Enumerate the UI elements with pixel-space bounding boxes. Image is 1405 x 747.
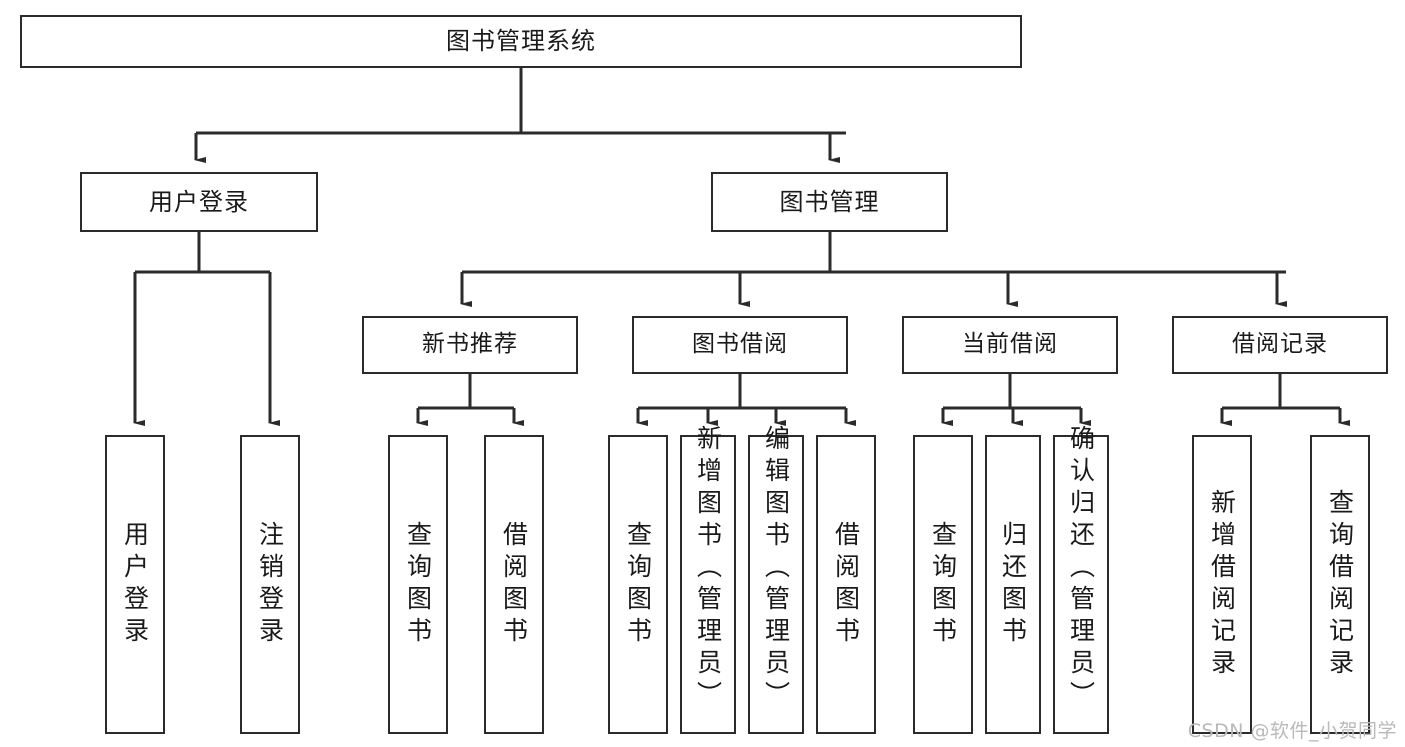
leaf-node-label: 查询借阅记录 bbox=[1325, 488, 1355, 681]
leaf-node-label: 查询图书 bbox=[403, 520, 433, 649]
leaf-node-label: 确认归还（管理员） bbox=[1066, 425, 1096, 713]
leaf-node-label: 借阅图书 bbox=[831, 520, 861, 649]
leaf-node-label: 借阅图书 bbox=[499, 520, 529, 649]
leaf-text-wrap: 借阅图书 bbox=[818, 437, 874, 732]
node-new-book-recommend[interactable]: 新书推荐 bbox=[362, 316, 578, 374]
leaf-node-label: 新增图书（管理员） bbox=[693, 425, 723, 713]
leaf-node-label: 用户登录 bbox=[120, 520, 150, 649]
node-book-manage[interactable]: 图书管理 bbox=[711, 172, 948, 232]
node-book-manage-label: 图书管理 bbox=[779, 187, 880, 216]
leaf-text-wrap: 查询图书 bbox=[610, 437, 666, 732]
leaf-node-label: 注销登录 bbox=[255, 520, 285, 649]
leaf-node[interactable]: 新增图书（管理员） bbox=[680, 425, 736, 734]
leaf-text-wrap: 借阅图书 bbox=[486, 437, 542, 732]
node-borrow-record[interactable]: 借阅记录 bbox=[1172, 316, 1388, 374]
leaf-node-label: 新增借阅记录 bbox=[1207, 488, 1237, 681]
node-user-login-label: 用户登录 bbox=[149, 187, 249, 216]
leaf-node[interactable]: 查询图书 bbox=[388, 435, 448, 734]
node-current-borrow[interactable]: 当前借阅 bbox=[902, 316, 1118, 374]
leaf-node[interactable]: 确认归还（管理员） bbox=[1053, 425, 1109, 734]
leaf-node[interactable]: 借阅图书 bbox=[816, 435, 876, 734]
leaf-text-wrap: 编辑图书（管理员） bbox=[750, 425, 802, 732]
node-new-book-recommend-label: 新书推荐 bbox=[422, 331, 518, 358]
leaf-node-label: 归还图书 bbox=[998, 520, 1028, 649]
node-current-borrow-label: 当前借阅 bbox=[962, 331, 1058, 358]
leaf-node-label: 查询图书 bbox=[928, 520, 958, 649]
leaf-node[interactable]: 注销登录 bbox=[240, 435, 300, 734]
leaf-text-wrap: 用户登录 bbox=[107, 437, 163, 732]
leaf-text-wrap: 查询图书 bbox=[390, 437, 446, 732]
leaf-node[interactable]: 编辑图书（管理员） bbox=[748, 425, 804, 734]
node-book-borrow[interactable]: 图书借阅 bbox=[632, 316, 848, 374]
leaf-node-label: 编辑图书（管理员） bbox=[761, 425, 791, 713]
leaf-text-wrap: 查询借阅记录 bbox=[1312, 437, 1368, 732]
leaf-node-label: 查询图书 bbox=[623, 520, 653, 649]
node-root[interactable]: 图书管理系统 bbox=[20, 15, 1022, 68]
leaf-text-wrap: 注销登录 bbox=[242, 437, 298, 732]
node-borrow-record-label: 借阅记录 bbox=[1232, 331, 1328, 358]
leaf-text-wrap: 新增借阅记录 bbox=[1194, 437, 1250, 732]
leaf-text-wrap: 新增图书（管理员） bbox=[682, 425, 734, 732]
leaf-node[interactable]: 查询图书 bbox=[913, 435, 973, 734]
leaf-node[interactable]: 用户登录 bbox=[105, 435, 165, 734]
leaf-text-wrap: 确认归还（管理员） bbox=[1055, 425, 1107, 732]
leaf-node[interactable]: 归还图书 bbox=[985, 435, 1041, 734]
leaf-text-wrap: 归还图书 bbox=[987, 437, 1039, 732]
node-book-borrow-label: 图书借阅 bbox=[692, 331, 788, 358]
node-user-login[interactable]: 用户登录 bbox=[80, 172, 318, 232]
leaf-node[interactable]: 查询图书 bbox=[608, 435, 668, 734]
leaf-node[interactable]: 借阅图书 bbox=[484, 435, 544, 734]
watermark: CSDN @软件_小贺同学 bbox=[1187, 720, 1397, 742]
node-root-label: 图书管理系统 bbox=[446, 27, 596, 56]
leaf-node[interactable]: 查询借阅记录 bbox=[1310, 435, 1370, 734]
leaf-text-wrap: 查询图书 bbox=[915, 437, 971, 732]
leaf-node[interactable]: 新增借阅记录 bbox=[1192, 435, 1252, 734]
